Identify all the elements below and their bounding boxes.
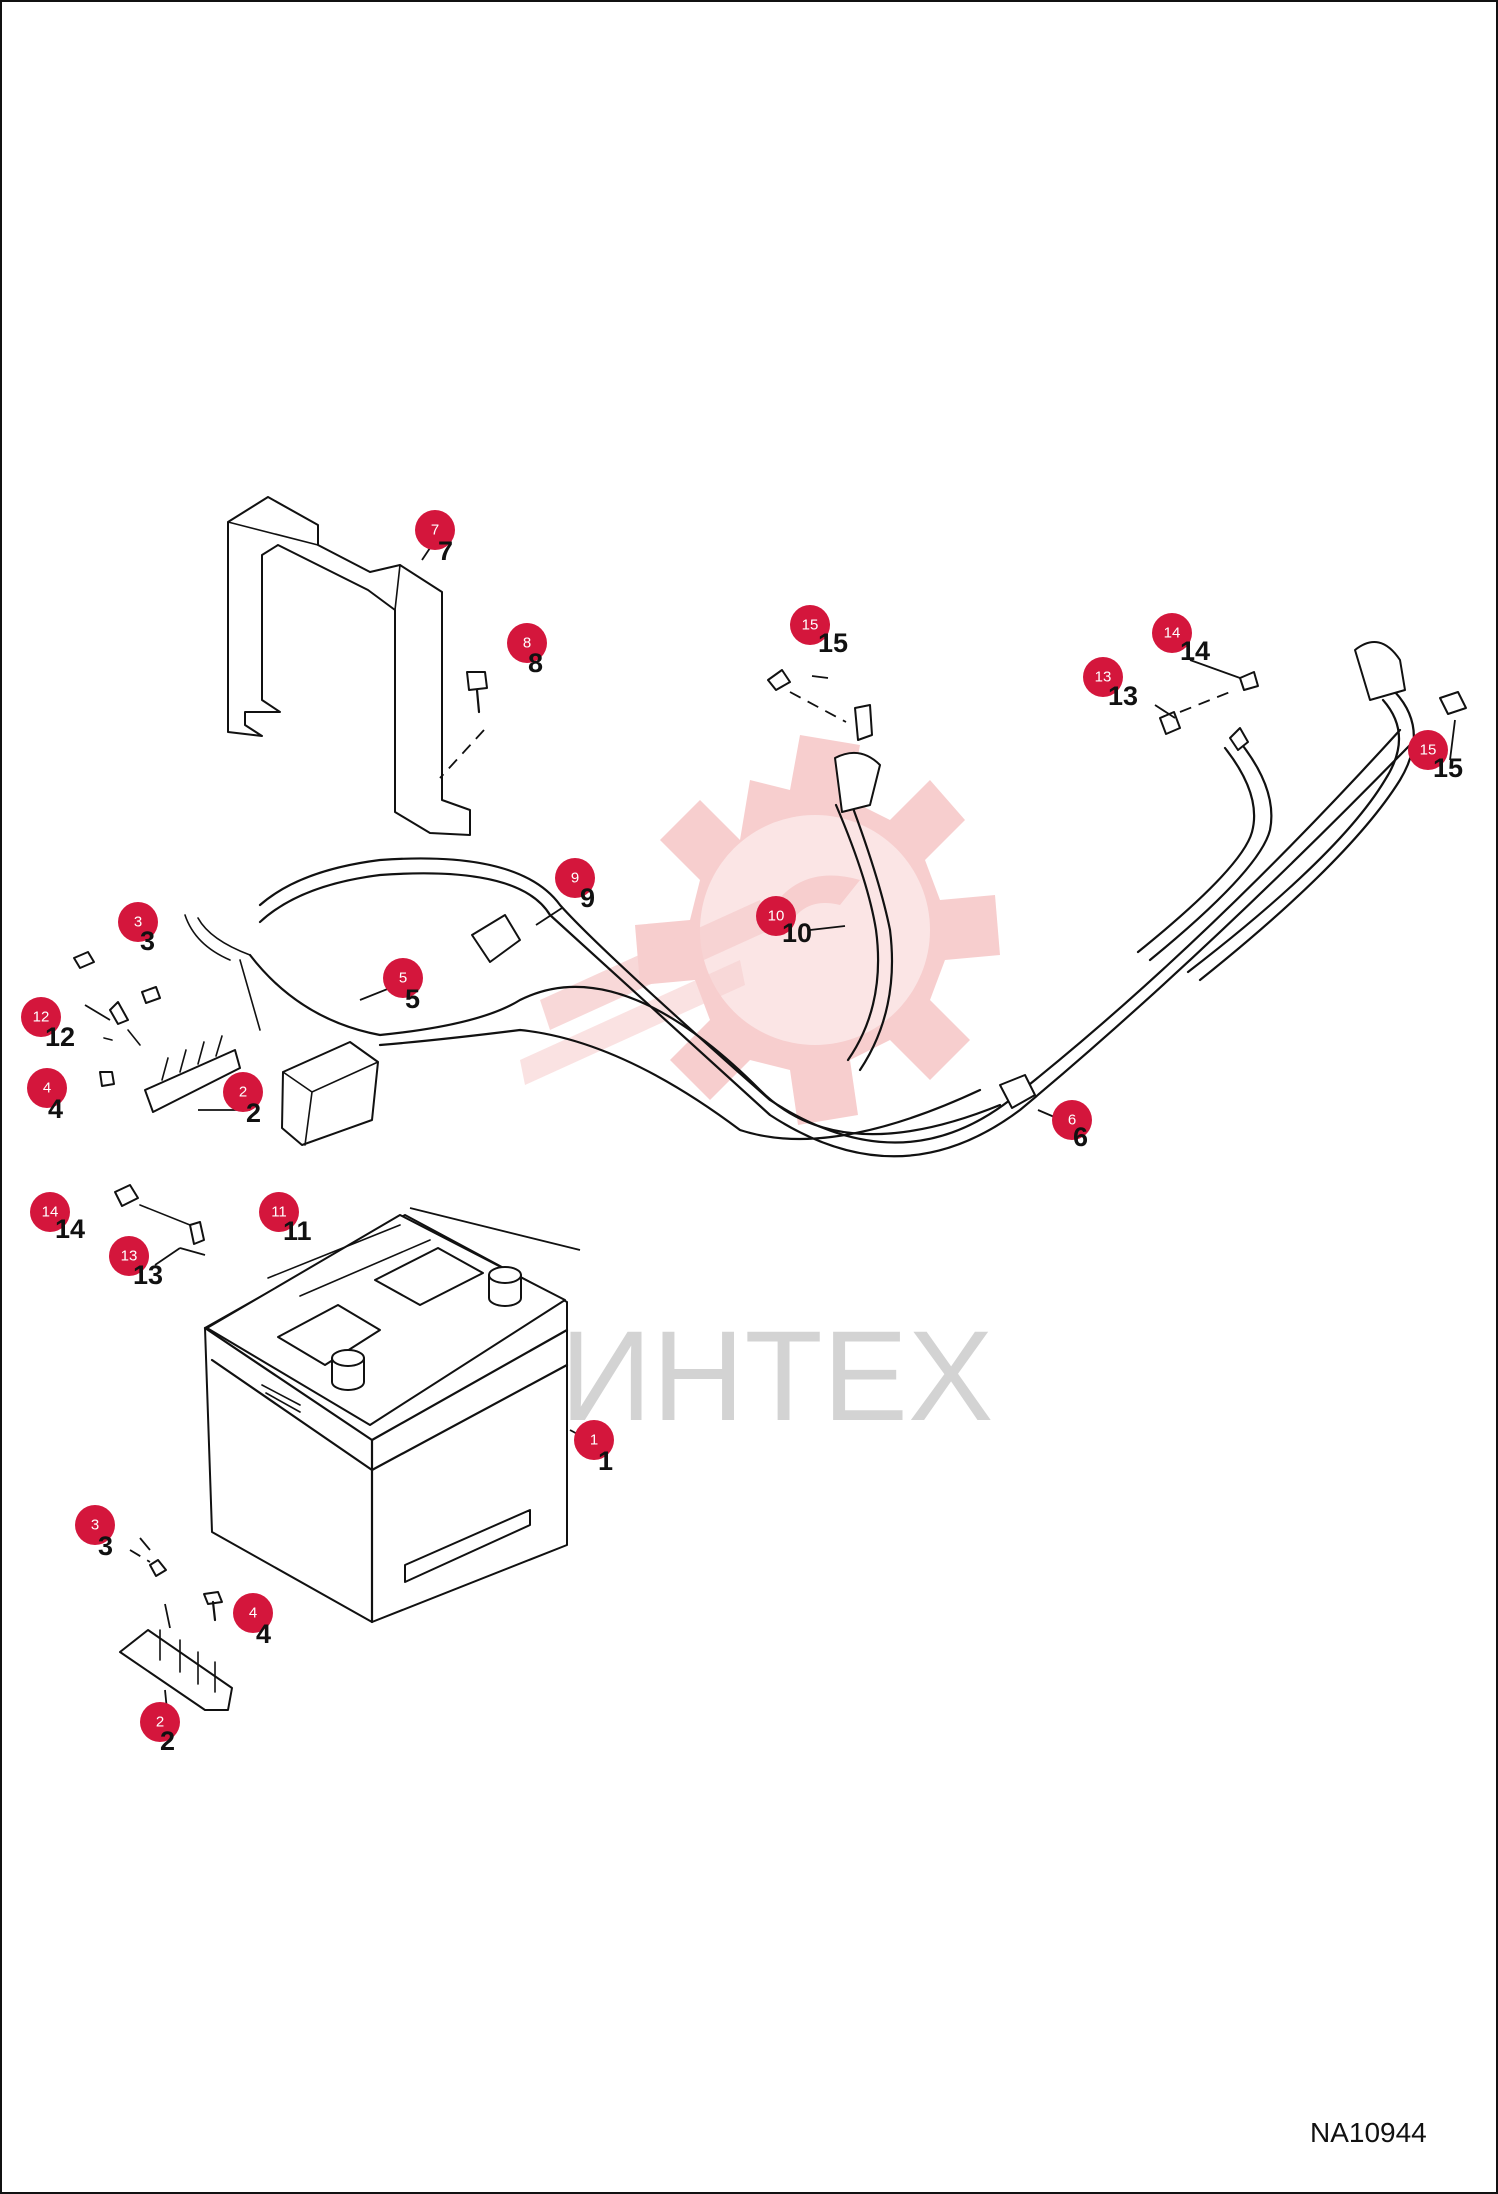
callout-2-bottom: 2 (140, 1702, 180, 1742)
label-13-top: 13 (1108, 681, 1138, 711)
svg-text:13: 13 (1095, 669, 1112, 686)
svg-text:15: 15 (1420, 742, 1437, 759)
label-8: 8 (528, 648, 543, 678)
callout-13-top: 13 (1083, 657, 1123, 697)
callout-14-left: 14 (30, 1192, 70, 1232)
label-4-bottom: 4 (256, 1619, 271, 1649)
label-12: 12 (45, 1022, 75, 1052)
svg-text:8: 8 (523, 635, 531, 652)
callout-14-top: 14 (1152, 613, 1192, 653)
svg-text:7: 7 (431, 522, 439, 539)
label-3-bottom: 3 (98, 1531, 113, 1561)
callout-7: 7 (415, 510, 455, 550)
label-11: 11 (283, 1216, 312, 1246)
svg-text:11: 11 (271, 1204, 287, 1221)
callout-13-left: 13 (109, 1236, 149, 1276)
svg-text:3: 3 (91, 1517, 99, 1534)
label-7: 7 (438, 536, 453, 566)
callout-4-bottom: 4 (233, 1593, 273, 1633)
callout-15-right: 15 (1408, 730, 1448, 770)
label-2-top: 2 (246, 1098, 261, 1128)
label-2-bottom: 2 (160, 1726, 175, 1756)
svg-text:4: 4 (43, 1080, 51, 1097)
label-9: 9 (580, 883, 595, 913)
label-6: 6 (1073, 1122, 1088, 1152)
label-5: 5 (405, 984, 420, 1014)
label-10: 10 (782, 918, 812, 948)
callout-10: 10 (756, 896, 796, 936)
svg-text:10: 10 (768, 908, 785, 925)
svg-text:2: 2 (156, 1714, 164, 1731)
battery-clamp-lower (119, 1629, 233, 1711)
svg-text:9: 9 (571, 870, 579, 887)
diagram-id: NA10944 (1310, 2117, 1427, 2148)
callout-3-top: 3 (118, 902, 158, 942)
label-1: 1 (598, 1446, 613, 1476)
callout-6: 6 (1052, 1100, 1092, 1140)
bolt-8 (439, 671, 488, 779)
label-4-top: 4 (48, 1094, 63, 1124)
label-13-left: 13 (133, 1260, 163, 1290)
label-15-top: 15 (818, 628, 848, 658)
callout-12: 12 (21, 997, 61, 1037)
svg-text:5: 5 (399, 970, 407, 987)
callout-9: 9 (555, 858, 595, 898)
svg-text:6: 6 (1068, 1112, 1076, 1129)
svg-text:3: 3 (134, 914, 142, 931)
label-14-left: 14 (55, 1214, 85, 1244)
svg-text:2: 2 (239, 1084, 247, 1101)
battery (203, 1214, 569, 1624)
watermark-text: ИНТЕХ (560, 1305, 993, 1448)
battery-clamp-upper (103, 1029, 241, 1113)
svg-text:12: 12 (33, 1009, 50, 1026)
callout-11: 11 (259, 1192, 299, 1232)
callout-3-bottom: 3 (75, 1505, 115, 1545)
svg-text:14: 14 (42, 1204, 59, 1221)
callout-1: 1 (574, 1420, 614, 1460)
cable-assembly (184, 641, 1415, 1158)
label-3-top: 3 (140, 926, 155, 956)
svg-text:1: 1 (590, 1432, 598, 1449)
callouts: 7 7 8 8 15 15 14 14 13 13 15 15 9 9 10 1… (21, 510, 1463, 1756)
label-15-right: 15 (1433, 753, 1463, 783)
leader-lines (84, 535, 1456, 1721)
callout-15-top: 15 (790, 605, 830, 645)
svg-text:14: 14 (1164, 625, 1181, 642)
hardware-small (73, 669, 1467, 1622)
callout-8: 8 (507, 623, 547, 663)
hold-down-bracket (227, 496, 471, 836)
callout-4-top: 4 (27, 1068, 67, 1108)
callout-5: 5 (383, 958, 423, 998)
svg-text:13: 13 (121, 1248, 138, 1265)
label-14-top: 14 (1180, 636, 1210, 666)
svg-text:4: 4 (249, 1605, 257, 1622)
callout-2-top: 2 (223, 1072, 263, 1112)
svg-text:15: 15 (802, 617, 819, 634)
